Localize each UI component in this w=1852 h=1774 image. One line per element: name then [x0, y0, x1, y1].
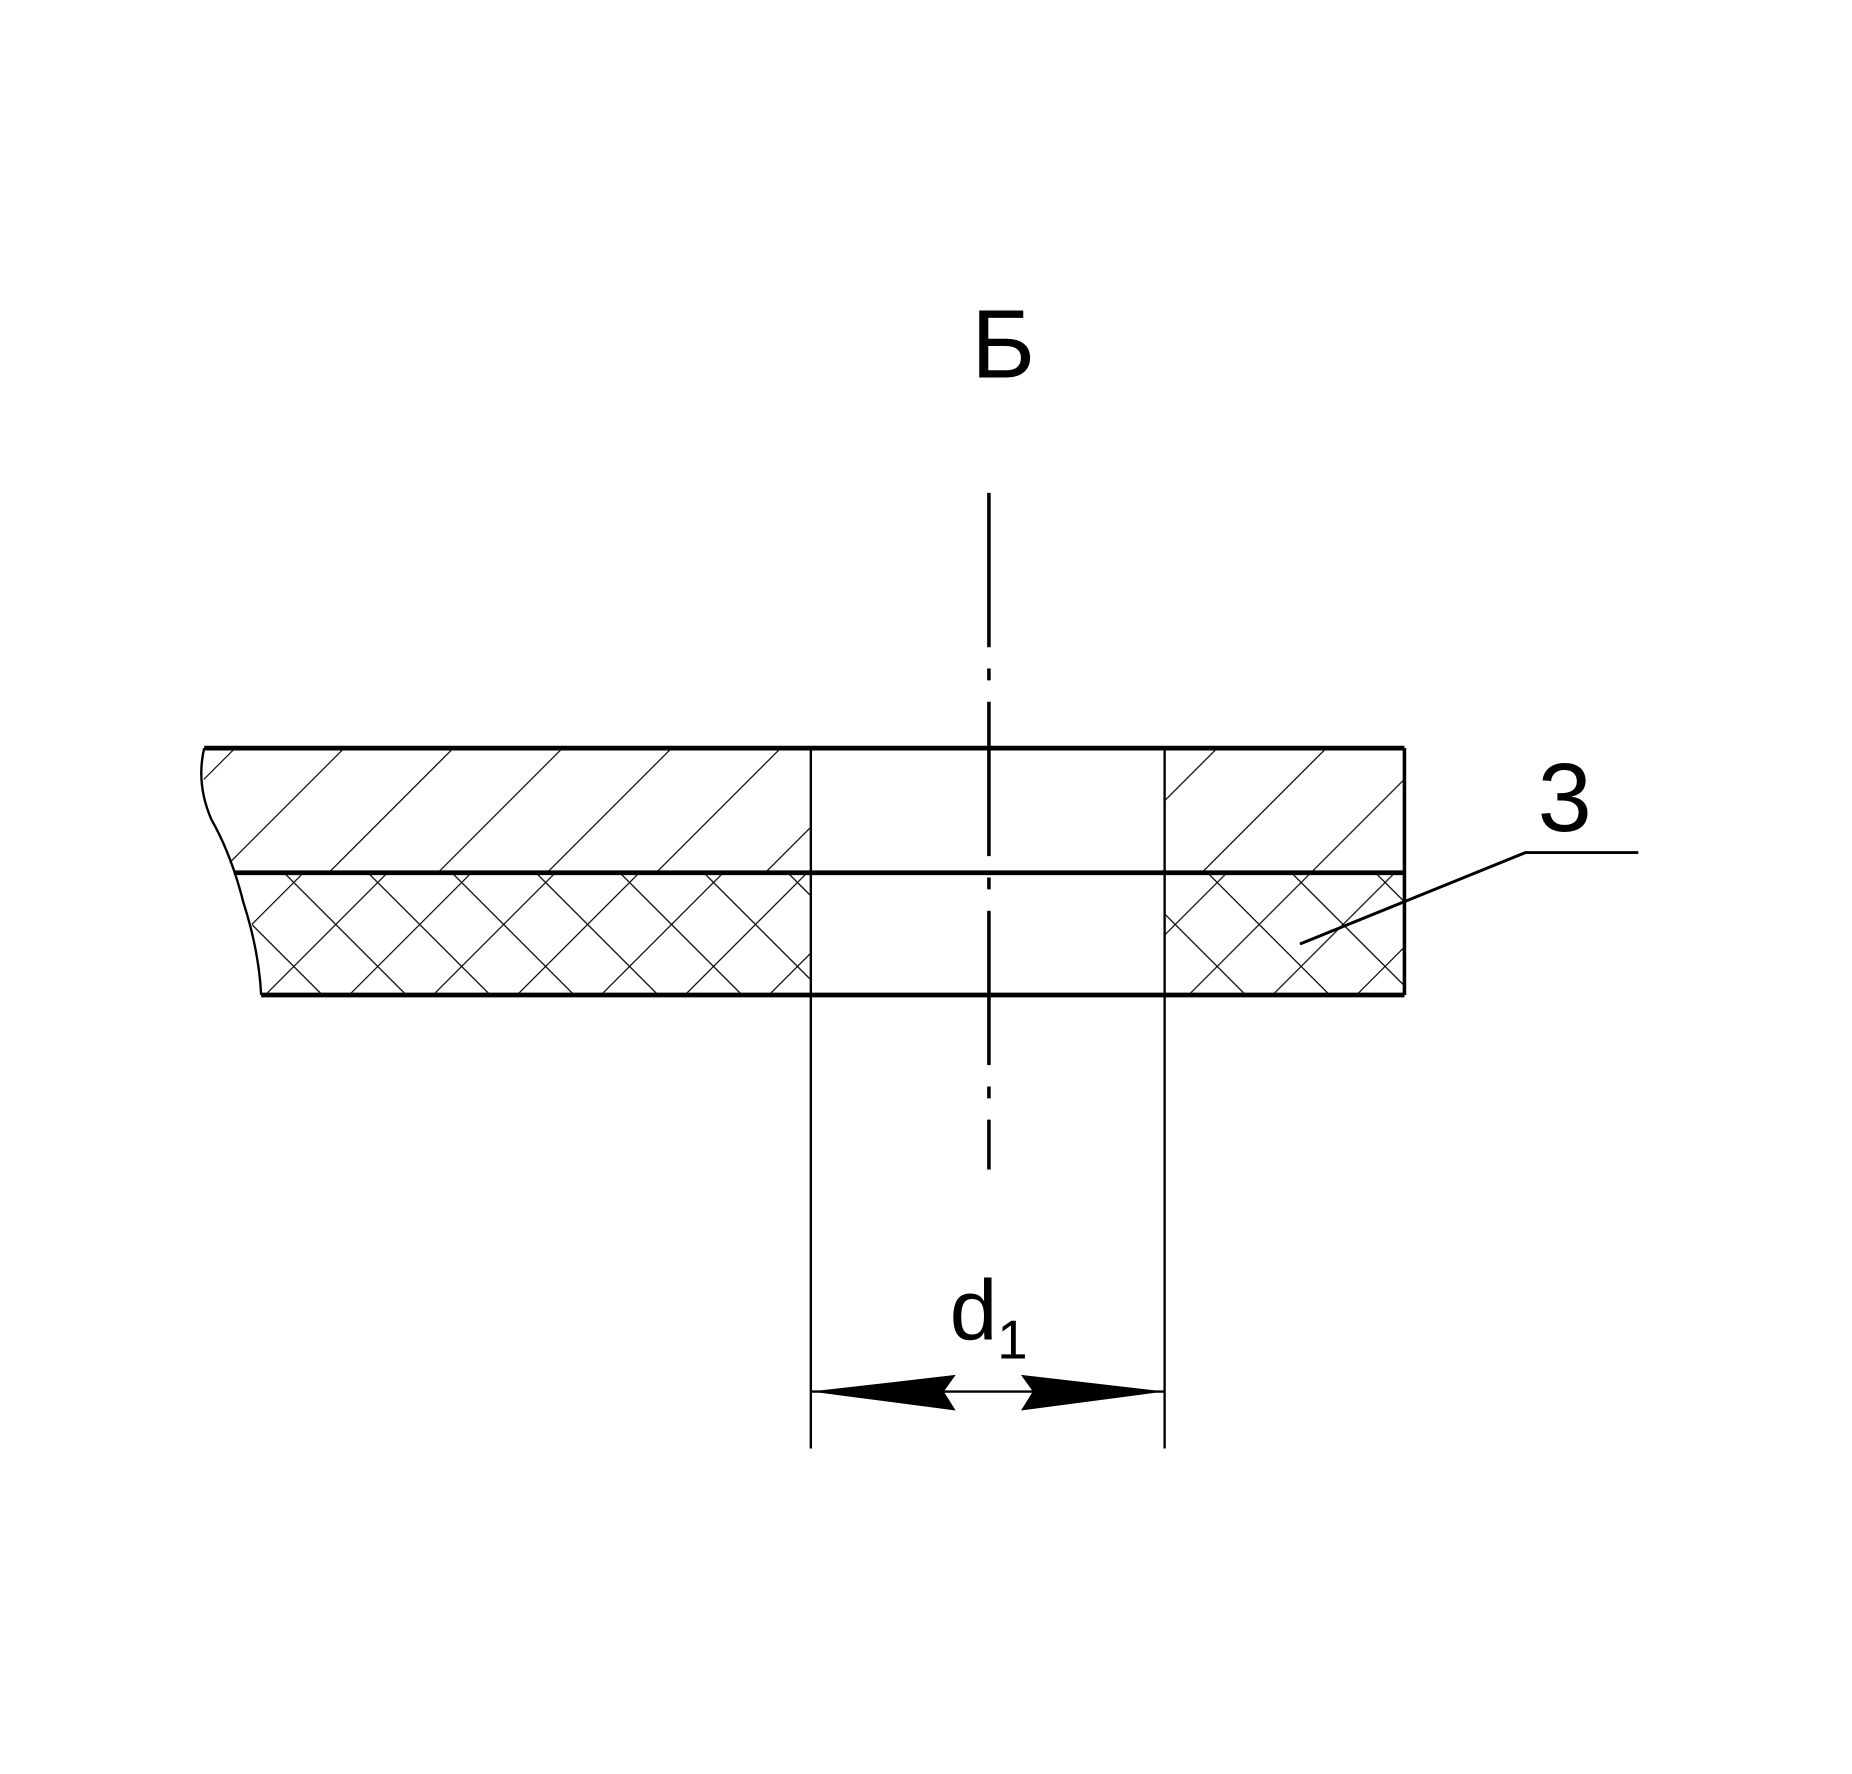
dimension-d1	[810, 1374, 1165, 1411]
top-layer-left	[203, 748, 811, 873]
bottom-layer-right	[1164, 872, 1405, 996]
dimension-main: d	[950, 1263, 998, 1358]
dimension-subscript: 1	[997, 1309, 1027, 1370]
dimension-label: d1	[950, 1263, 1028, 1370]
section-label: Б	[971, 290, 1035, 399]
leader-line-3	[1299, 851, 1639, 946]
bottom-layer-left	[233, 872, 811, 996]
part-number-label: 3	[1538, 743, 1592, 852]
outlines	[200, 745, 1407, 1449]
top-layer-right	[1164, 748, 1405, 873]
